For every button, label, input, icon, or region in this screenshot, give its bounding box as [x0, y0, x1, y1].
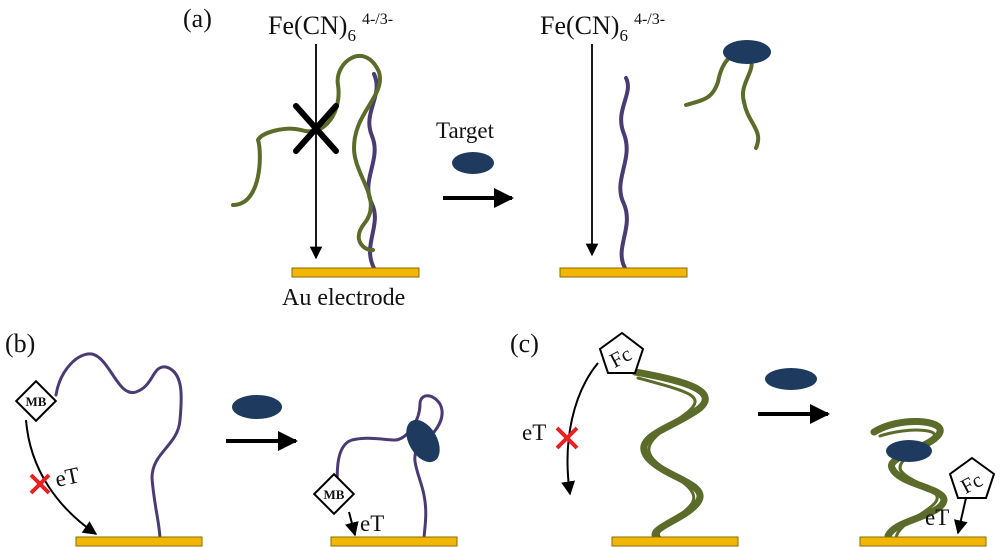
transfer-arrow-c-left	[561, 362, 599, 496]
blocked-transfer-icon	[293, 103, 339, 154]
probe-superscript-right: 4-/3-	[634, 11, 665, 28]
transfer-label-b-right: eT	[360, 511, 384, 536]
aptamer-strand-left	[366, 72, 379, 270]
target-molecule-c	[765, 368, 817, 390]
transfer-arrow-c-right	[953, 497, 968, 535]
au-electrode-left	[291, 267, 420, 278]
mb-reporter-right: MB	[312, 472, 356, 516]
blocked-transfer-icon-c	[555, 426, 579, 450]
bound-target-a	[723, 40, 771, 64]
released-strand	[684, 50, 761, 150]
transfer-label-c-right: eT	[925, 505, 949, 530]
panel-a-label: (a)	[183, 4, 212, 33]
probe-label-left: Fe(CN)6 4-/3-	[268, 11, 393, 45]
probe-subscript: 6	[347, 26, 356, 45]
blocked-transfer-icon-b	[29, 473, 51, 495]
target-molecule-b	[232, 395, 282, 419]
mb-label-left: MB	[26, 394, 47, 409]
target-label: Target	[436, 118, 495, 143]
panel-b: (b) MB eT MB eT	[5, 329, 458, 547]
panel-c: (c) Fc eT Fc eT	[510, 329, 996, 547]
probe-name: Fe(CN)	[268, 11, 347, 40]
bound-target-b	[406, 419, 440, 463]
transfer-label-b-left: eT	[53, 462, 82, 491]
au-electrode-right	[559, 267, 688, 278]
panel-a: (a) Fe(CN)64-/3- Au electrode Target Fe(…	[183, 4, 771, 311]
mb-reporter-left: MB	[14, 379, 58, 423]
fc-reporter-right: Fc	[948, 456, 996, 499]
aptamer-unfolded	[54, 352, 183, 542]
mb-label-right: MB	[324, 487, 345, 502]
duplex-strand-left-b	[636, 376, 697, 542]
target-molecule	[452, 152, 494, 174]
duplex-strand-left-a	[631, 368, 709, 544]
transfer-label-c-left: eT	[522, 420, 546, 445]
electrode-b-left	[75, 536, 203, 547]
aptamer-strand-right	[618, 76, 630, 270]
transfer-arrow-b-left	[25, 419, 98, 535]
electrode-label: Au electrode	[282, 285, 405, 311]
complementary-strand-left	[231, 54, 382, 253]
panel-c-label: (c)	[510, 329, 539, 358]
electrode-c-right	[859, 536, 987, 547]
probe-superscript: 4-/3-	[362, 11, 393, 28]
fc-reporter-left: Fc	[598, 331, 645, 374]
probe-subscript-right: 6	[619, 26, 628, 45]
electrode-c-left	[611, 536, 739, 547]
duplex-folded-b	[878, 428, 939, 540]
probe-label-right: Fe(CN)6 4-/3-	[540, 11, 665, 45]
duplex-folded-a	[870, 418, 948, 540]
panel-b-label: (b)	[5, 329, 35, 358]
aptamer-folded	[335, 394, 444, 542]
transfer-arrow-b-right	[345, 511, 359, 537]
bound-target-c	[886, 440, 932, 462]
electrode-b-right	[330, 536, 458, 547]
probe-name-right: Fe(CN)	[540, 11, 619, 40]
